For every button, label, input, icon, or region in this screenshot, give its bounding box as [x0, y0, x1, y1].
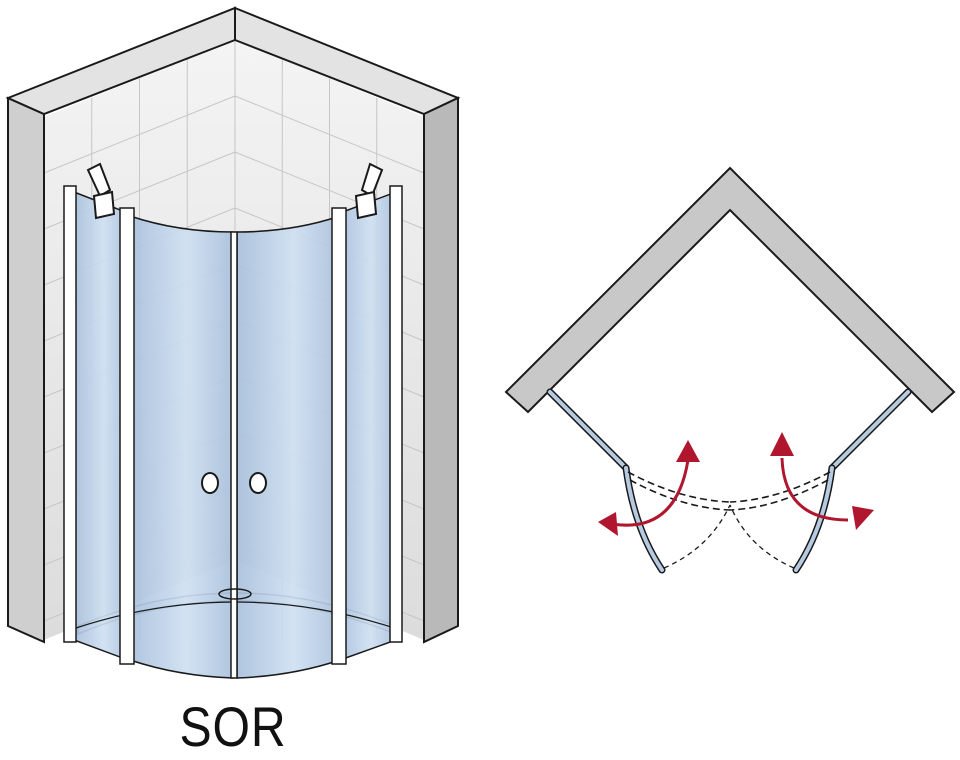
door-knob-icon — [201, 472, 219, 494]
plan-fixed-panel-right-glass — [830, 390, 910, 470]
left-wall — [5, 6, 236, 644]
swing-arrow-icon — [598, 440, 700, 536]
right-curved-door — [236, 214, 341, 679]
model-code-label: SOR — [179, 695, 287, 758]
left-hinge-post — [119, 207, 135, 665]
plan-swing-path — [729, 504, 795, 569]
plan-closed-position — [729, 479, 829, 511]
left-outer-post — [63, 185, 77, 643]
hinge-icon — [354, 162, 384, 220]
hinge-icon — [86, 162, 116, 220]
left-curved-door — [129, 214, 234, 679]
right-outer-post — [389, 185, 403, 643]
swing-arrow-icon — [770, 432, 874, 530]
plan-closed-position — [629, 479, 731, 511]
door-meeting-line — [230, 231, 238, 679]
right-fixed-glass — [339, 190, 397, 662]
door-knob-icon — [249, 472, 267, 494]
plan-door-right-glass — [794, 466, 834, 572]
right-hinge-post — [331, 207, 347, 665]
plan-corner-wall — [504, 166, 956, 414]
drain-icon — [218, 588, 252, 600]
floor-plan — [504, 166, 956, 574]
enclosure-3d — [5, 6, 461, 679]
tile-joint — [43, 95, 236, 174]
right-wall — [234, 6, 461, 644]
plan-swing-path — [663, 504, 731, 569]
plan-fixed-panel-left-glass — [548, 390, 628, 470]
plan-closed-position — [729, 471, 831, 503]
tile-joint — [234, 95, 425, 174]
